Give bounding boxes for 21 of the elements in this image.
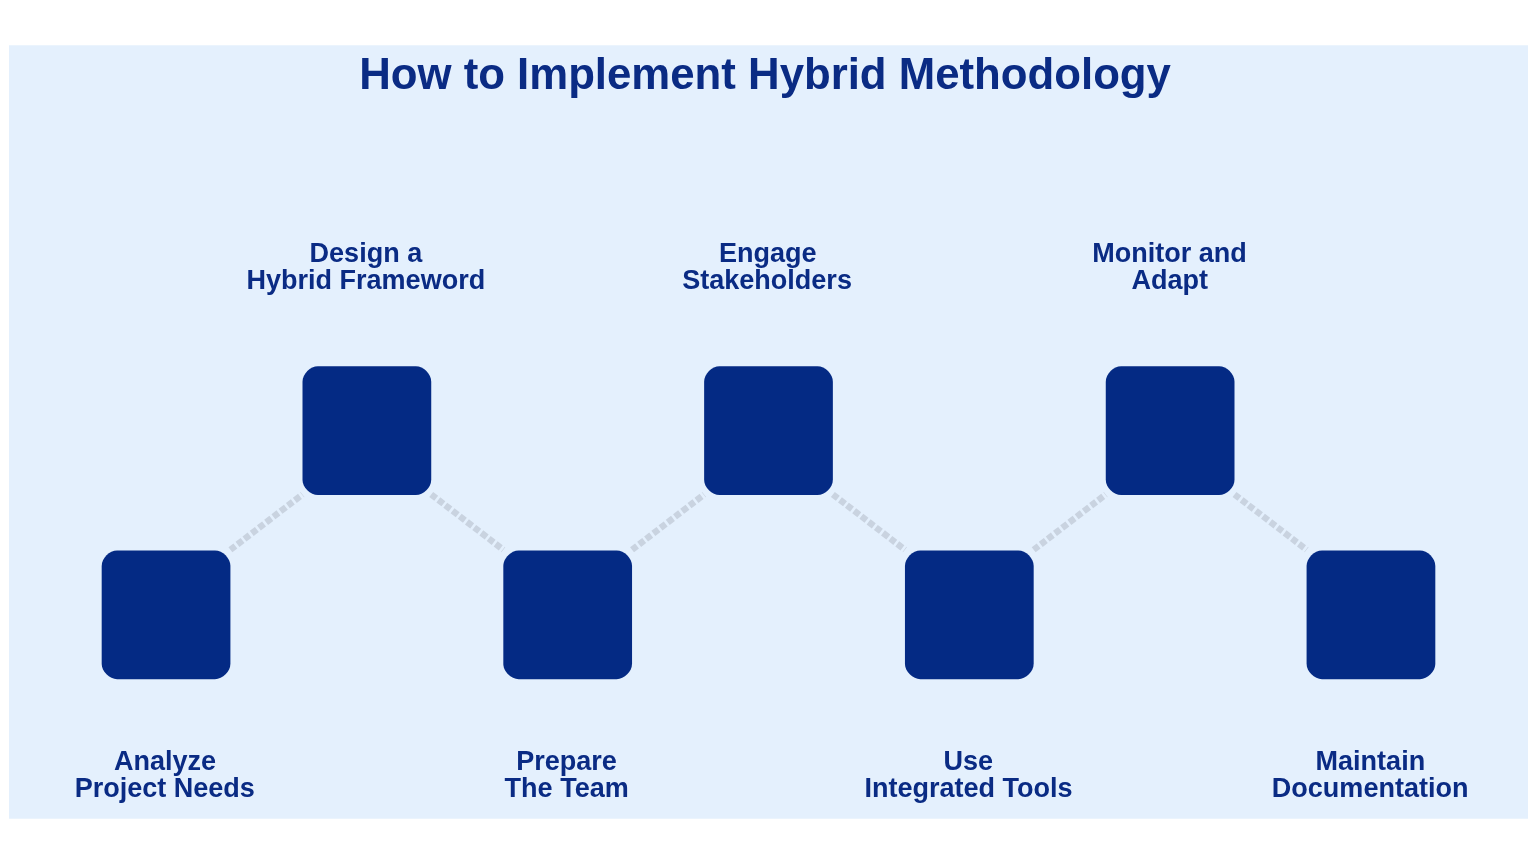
node-label: Analyze Project Needs [74, 746, 255, 804]
node-label: Maintain Documentation [1271, 746, 1468, 804]
connector [830, 491, 907, 553]
node-label: Monitor and Adapt [1091, 237, 1247, 295]
node-box [101, 550, 230, 680]
connector [1031, 491, 1108, 553]
connector [227, 491, 304, 553]
node-label: Design a Hybrid Frameword [246, 237, 485, 295]
connector [629, 491, 706, 553]
node-label: Prepare The Team [504, 746, 629, 804]
node-box [502, 550, 632, 680]
node-box [1105, 366, 1234, 496]
connector [1232, 491, 1309, 553]
node-label: Engage Stakeholders [681, 237, 852, 295]
connector [428, 491, 505, 553]
node-box [302, 366, 431, 496]
node-box [904, 550, 1034, 680]
node-box [1306, 550, 1435, 680]
node-box [703, 366, 833, 496]
diagram-title: How to Implement Hybrid Methodology [358, 49, 1171, 99]
node-label: Use Integrated Tools [863, 746, 1073, 804]
